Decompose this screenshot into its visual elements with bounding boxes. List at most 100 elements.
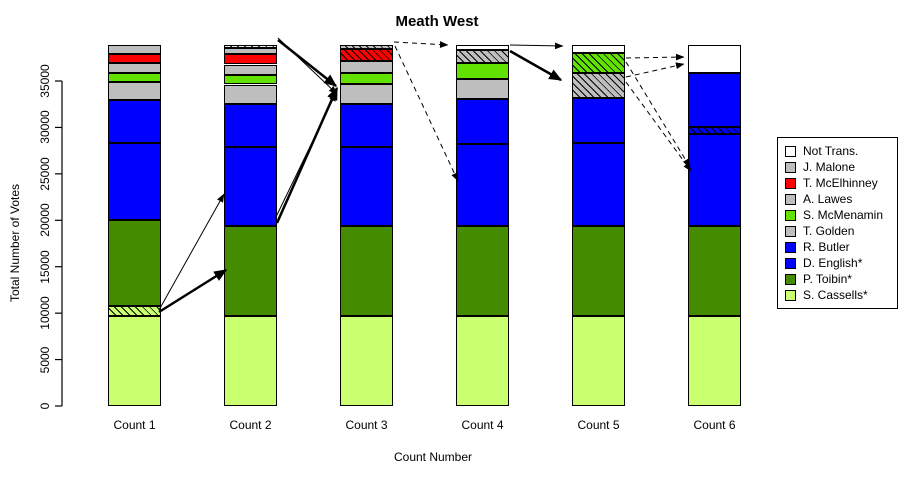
y-tick-label: 30000 bbox=[38, 110, 52, 145]
bar-segment bbox=[224, 315, 277, 406]
x-tick-label: Count 2 bbox=[229, 418, 272, 432]
bar-segment bbox=[572, 73, 625, 99]
transfer-arrow bbox=[274, 92, 337, 220]
transfer-arrow bbox=[277, 39, 338, 87]
x-tick-label: Count 6 bbox=[693, 418, 736, 432]
bar-segment bbox=[224, 74, 277, 85]
bar-segment bbox=[340, 315, 393, 406]
bar-segment bbox=[456, 143, 509, 226]
bar-segment bbox=[572, 315, 625, 406]
bar-segment bbox=[572, 225, 625, 316]
legend-item: A. Lawes bbox=[778, 191, 897, 207]
legend-item: S. McMenamin bbox=[778, 207, 897, 223]
legend-swatch bbox=[785, 273, 796, 285]
bar-segment bbox=[108, 63, 161, 73]
bar-segment bbox=[456, 225, 509, 316]
transfer-arrow bbox=[158, 268, 228, 314]
bar-segment bbox=[340, 73, 393, 84]
bar-segment bbox=[340, 48, 393, 61]
bar-segment bbox=[340, 60, 393, 74]
legend-label: T. McElhinney bbox=[803, 176, 878, 190]
bar-segment bbox=[340, 147, 393, 226]
legend-swatch bbox=[785, 177, 796, 189]
y-tick-label: 10000 bbox=[38, 296, 52, 330]
bar-segment bbox=[108, 100, 161, 143]
y-tick-label: 15000 bbox=[38, 250, 52, 284]
stacked-bar-count-2 bbox=[224, 0, 277, 480]
chart-title: Meath West bbox=[395, 13, 479, 30]
bar-segment bbox=[224, 104, 277, 148]
bar-segment bbox=[224, 64, 277, 75]
bar-segment bbox=[456, 79, 509, 99]
bar-segment bbox=[572, 98, 625, 144]
legend-label: D. English* bbox=[803, 256, 863, 270]
legend-swatch bbox=[785, 225, 796, 237]
stacked-bar-count-6 bbox=[688, 0, 741, 480]
bar-segment bbox=[688, 225, 741, 316]
transfer-arrow bbox=[394, 45, 459, 182]
legend-swatch bbox=[785, 289, 796, 301]
bar-segment bbox=[688, 72, 741, 127]
bar-segment bbox=[456, 63, 509, 79]
bar-segment bbox=[108, 306, 161, 316]
transfer-arrow bbox=[393, 41, 449, 48]
legend-item: Not Trans. bbox=[778, 143, 897, 159]
legend-item: J. Malone bbox=[778, 159, 897, 175]
stacked-bar-count-4 bbox=[456, 0, 509, 480]
legend-label: J. Malone bbox=[803, 160, 856, 174]
transfer-arrow bbox=[625, 62, 685, 78]
legend-swatch bbox=[785, 241, 796, 253]
bar-segment bbox=[688, 126, 741, 134]
transfer-arrow bbox=[625, 61, 691, 168]
x-tick-label: Count 1 bbox=[113, 418, 156, 432]
transfer-arrow bbox=[625, 81, 692, 172]
bar-segment bbox=[456, 49, 509, 63]
legend-label: R. Butler bbox=[803, 240, 850, 254]
transfer-arrow bbox=[277, 37, 338, 95]
legend-swatch bbox=[785, 193, 796, 205]
transfer-arrow bbox=[509, 49, 563, 82]
bar-segment bbox=[224, 147, 277, 226]
stacked-bar-count-1 bbox=[108, 0, 161, 480]
y-tick-label: 35000 bbox=[38, 64, 52, 98]
bar-segment bbox=[108, 315, 161, 406]
bar-segment bbox=[456, 98, 509, 144]
bar-segment bbox=[456, 315, 509, 406]
x-tick-label: Count 4 bbox=[461, 418, 504, 432]
bar-segment bbox=[108, 45, 161, 54]
transfer-arrow bbox=[625, 53, 685, 61]
bar-segment bbox=[572, 143, 625, 226]
bar-segment bbox=[224, 45, 277, 48]
legend-item: D. English* bbox=[778, 255, 897, 271]
legend-label: Not Trans. bbox=[803, 144, 859, 158]
legend-label: P. Toibin* bbox=[803, 272, 852, 286]
stacked-bar-count-3 bbox=[340, 0, 393, 480]
bar-segment bbox=[688, 133, 741, 226]
bar-segment bbox=[224, 84, 277, 104]
transfer-arrow bbox=[509, 42, 564, 50]
legend-item: P. Toibin* bbox=[778, 271, 897, 287]
legend-label: A. Lawes bbox=[803, 192, 853, 206]
bar-segment bbox=[224, 54, 277, 65]
legend-swatch bbox=[785, 209, 796, 221]
transfer-arrow bbox=[158, 193, 225, 311]
bar-segment bbox=[572, 45, 625, 53]
legend: Not Trans. J. Malone T. McElhinney A. Lawes… bbox=[777, 137, 898, 309]
bar-segment bbox=[224, 225, 277, 316]
y-tick-label: 20000 bbox=[38, 203, 52, 237]
bar-segment bbox=[108, 143, 161, 220]
legend-label: S. McMenamin bbox=[803, 208, 884, 222]
bar-segment bbox=[572, 53, 625, 74]
bar-segment bbox=[340, 225, 393, 316]
y-tick-label: 25000 bbox=[38, 157, 52, 191]
stacked-bar-count-5 bbox=[572, 0, 625, 480]
legend-item: S. Cassells* bbox=[778, 287, 897, 303]
bar-segment bbox=[108, 73, 161, 82]
legend-swatch bbox=[785, 257, 796, 269]
legend-label: S. Cassells* bbox=[803, 288, 868, 302]
legend-item: T. Golden bbox=[778, 223, 897, 239]
bar-segment bbox=[108, 54, 161, 63]
bar-segment bbox=[340, 45, 393, 49]
x-axis-label: Count Number bbox=[393, 450, 473, 464]
y-tick-label: 5000 bbox=[38, 346, 52, 373]
